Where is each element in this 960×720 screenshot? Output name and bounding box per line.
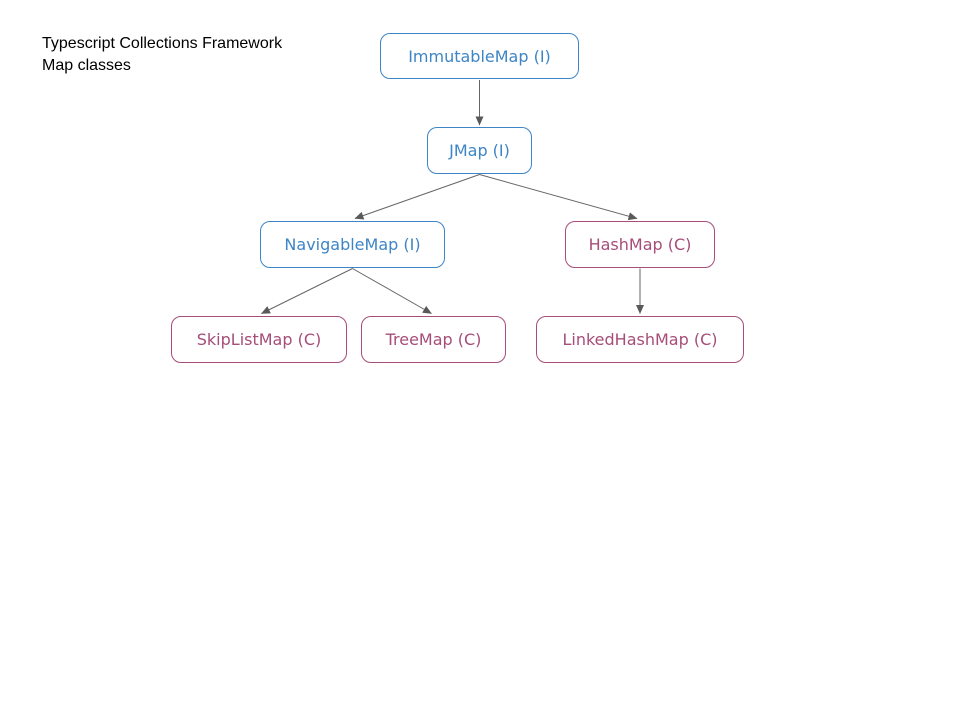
title-line-1: Typescript Collections Framework — [42, 35, 283, 52]
node-hashmap-label: HashMap (C) — [588, 235, 692, 254]
node-immutablemap: ImmutableMap (I) — [380, 33, 579, 79]
node-immutablemap-label: ImmutableMap (I) — [408, 46, 551, 66]
node-navigablemap-label: NavigableMap (I) — [284, 235, 421, 254]
edge-jmap-to-navigablemap — [354, 174, 480, 220]
node-jmap: JMap (I) — [427, 127, 532, 174]
node-treemap-label: TreeMap (C) — [385, 330, 482, 349]
edge-navigablemap-to-skiplistmap — [261, 268, 353, 314]
node-skiplistmap: SkipListMap (C) — [171, 316, 347, 363]
node-navigablemap: NavigableMap (I) — [260, 221, 445, 268]
edge-jmap-to-hashmap — [479, 174, 638, 221]
node-skiplistmap-label: SkipListMap (C) — [196, 330, 322, 349]
node-hashmap: HashMap (C) — [565, 221, 715, 268]
title-line-2: Map classes — [42, 57, 131, 74]
edge-navigablemap-to-treemap — [352, 268, 432, 314]
node-treemap: TreeMap (C) — [361, 316, 506, 363]
node-jmap-label: JMap (I) — [449, 141, 510, 160]
node-linkedhashmap: LinkedHashMap (C) — [536, 316, 744, 363]
node-linkedhashmap-label: LinkedHashMap (C) — [562, 330, 718, 349]
diagram-title: Typescript Collections Framework Map cla… — [42, 33, 282, 77]
